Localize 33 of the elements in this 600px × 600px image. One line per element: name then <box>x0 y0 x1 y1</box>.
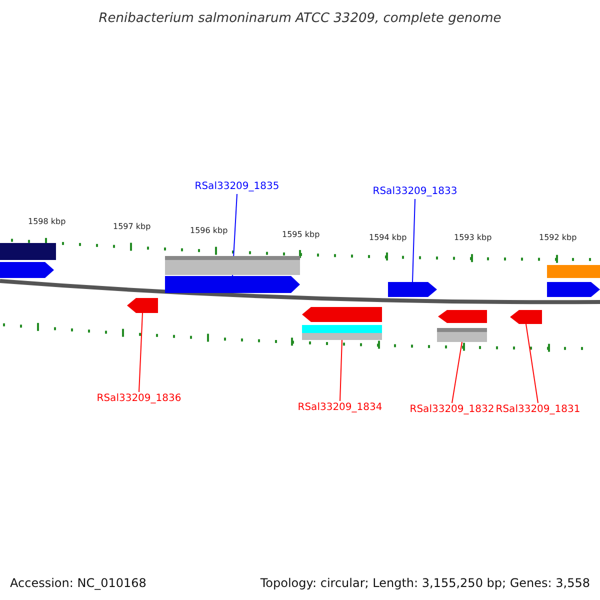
leader-line <box>340 340 342 402</box>
gene-feature <box>302 333 382 340</box>
gene-feature <box>510 310 542 324</box>
gene-feature <box>438 310 487 323</box>
gene-feature <box>165 256 300 275</box>
position-label: 1592 kbp <box>539 232 577 244</box>
gene-feature <box>302 307 382 322</box>
leader-line <box>526 324 538 404</box>
position-label: 1596 kbp <box>190 225 228 237</box>
gene-label: RSal33209_1836 <box>92 392 186 406</box>
position-label: 1595 kbp <box>282 229 320 241</box>
gene-label: RSal33209_1834 <box>293 401 387 415</box>
gene-feature <box>388 282 437 297</box>
gene-label: RSal33209_1833 <box>368 185 462 199</box>
position-label: 1593 kbp <box>454 232 492 244</box>
leader-line <box>138 312 143 392</box>
accession-text: Accession: NC_010168 <box>10 575 146 592</box>
leader-line <box>412 198 416 282</box>
gene-feature <box>127 298 158 313</box>
position-label: 1598 kbp <box>28 216 66 228</box>
gene-feature <box>547 265 600 278</box>
position-label: 1594 kbp <box>369 232 407 244</box>
gene-feature <box>0 243 56 260</box>
gene-feature <box>302 325 382 333</box>
gene-feature <box>547 282 600 297</box>
title: Renibacterium salmoninarum ATCC 33209, complete genome <box>98 10 502 28</box>
gene-feature <box>437 328 487 342</box>
gene-label: RSal33209_1835 <box>190 180 284 194</box>
genome-stats-text: Topology: circular; Length: 3,155,250 bp; Genes: 3,558 <box>260 575 590 592</box>
leader-line <box>452 342 462 404</box>
position-label: 1597 kbp <box>113 221 151 233</box>
gene-feature <box>165 276 300 293</box>
gene-feature <box>0 262 54 278</box>
